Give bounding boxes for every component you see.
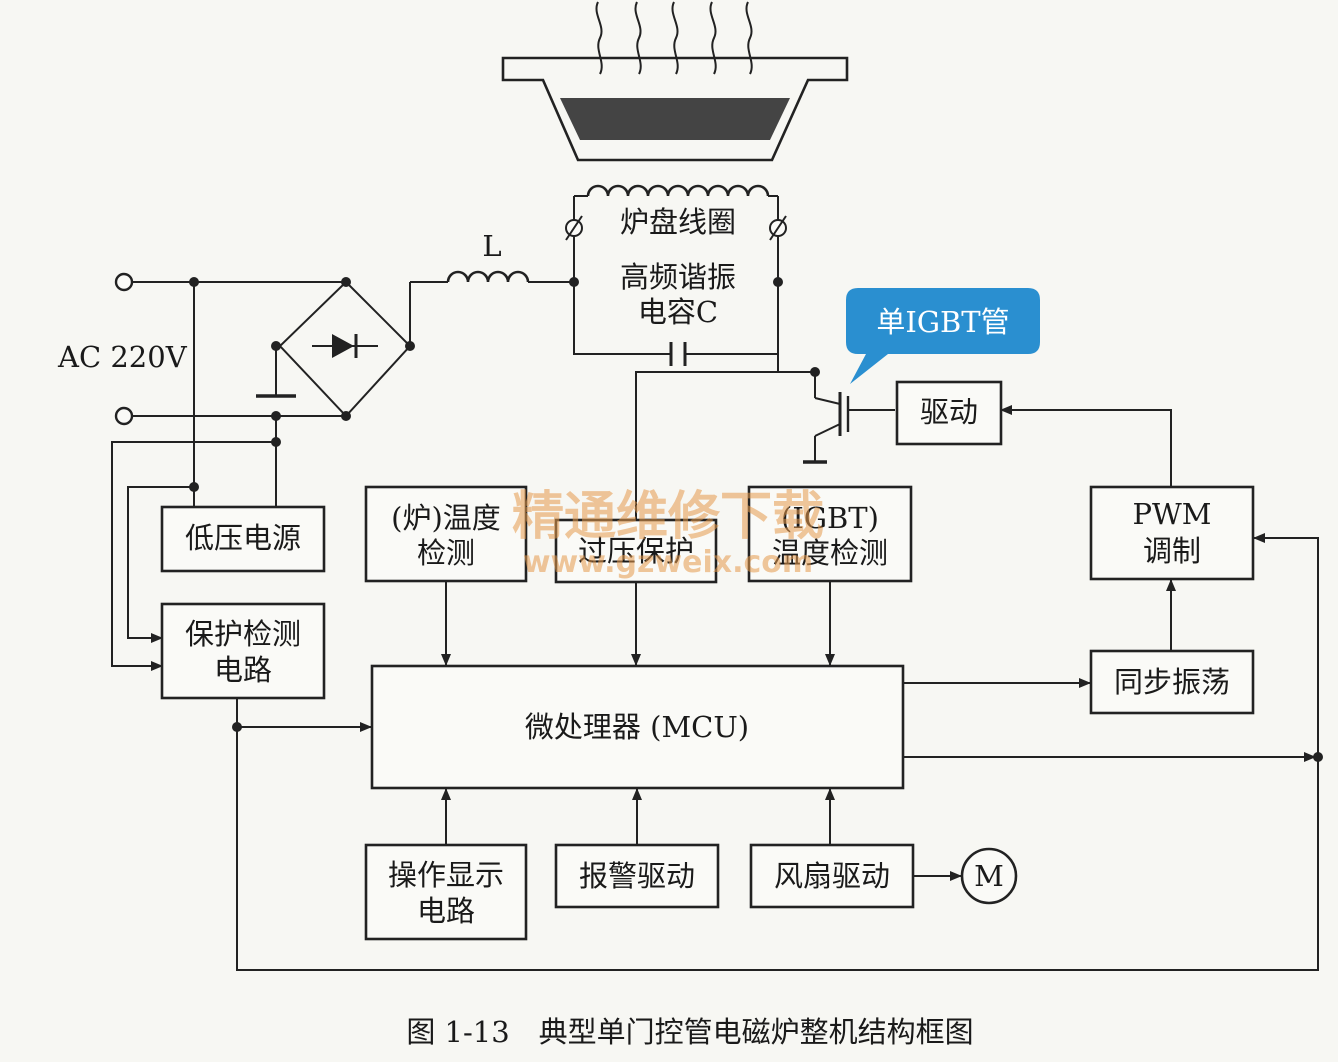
igbt-temp-label-1: (IGBT) (781, 501, 879, 535)
ac-source-label: AC 220V (57, 340, 188, 374)
igbt-transistor-icon (777, 354, 895, 464)
inductor-label: L (482, 229, 501, 263)
protect-label-2: 电路 (214, 653, 272, 687)
sync-osc-label: 同步振荡 (1114, 665, 1230, 699)
bridge-rectifier-icon (278, 280, 412, 418)
low-voltage-power-label: 低压电源 (185, 521, 301, 555)
watermark-url: www.gzweix.com (523, 545, 813, 580)
pot-icon (501, 1, 849, 162)
fan-drive-label: 风扇驱动 (774, 859, 890, 893)
ac-terminal-bottom-icon (114, 406, 134, 426)
op-display-label-2: 电路 (417, 894, 475, 928)
pwm-label-1: PWM (1132, 497, 1211, 531)
motor-label: M (974, 859, 1004, 893)
res-cap-label-2: 电容C (638, 295, 718, 329)
furnace-temp-label-2: 检测 (417, 536, 475, 570)
op-display-label-1: 操作显示 (388, 858, 504, 892)
protect-detect-block (160, 602, 326, 700)
alarm-drive-block (554, 843, 720, 909)
pwm-label-2: 调制 (1143, 534, 1201, 568)
figure-caption: 图 1-13 典型单门控管电磁炉整机结构框图 (406, 1015, 973, 1049)
coil-icon (573, 184, 779, 282)
low-voltage-power-block (160, 505, 326, 573)
callout-label: 单IGBT管 (876, 305, 1009, 339)
inductor-icon (409, 270, 574, 346)
coil-terminal-left-icon (565, 215, 583, 241)
watermark-text: 精通维修下载 (512, 487, 824, 547)
furnace-temp-label-1: (炉)温度 (391, 501, 501, 535)
coil-label: 炉盘线圈 (620, 205, 736, 239)
igbt-callout: 单IGBT管 (846, 288, 1040, 384)
mcu-label: 微处理器 (MCU) (525, 710, 749, 744)
furnace-temp-block (364, 485, 528, 583)
overvoltage-label: 过压保护 (578, 534, 694, 568)
sync-osc-block (1089, 649, 1255, 715)
coil-terminal-right-icon (769, 215, 787, 241)
drive-label: 驱动 (920, 395, 978, 429)
igbt-temp-block (747, 485, 913, 583)
res-cap-label-1: 高频谐振 (620, 260, 736, 294)
protect-label-1: 保护检测 (185, 617, 301, 651)
igbt-temp-label-2: 温度检测 (772, 536, 888, 570)
mcu-block (370, 664, 905, 790)
overvoltage-block (554, 518, 718, 584)
op-display-block (364, 843, 528, 941)
motor-icon (960, 847, 1018, 905)
fan-drive-block (749, 843, 915, 909)
alarm-drive-label: 报警驱动 (579, 859, 695, 893)
ac-terminal-top-icon (114, 272, 134, 292)
